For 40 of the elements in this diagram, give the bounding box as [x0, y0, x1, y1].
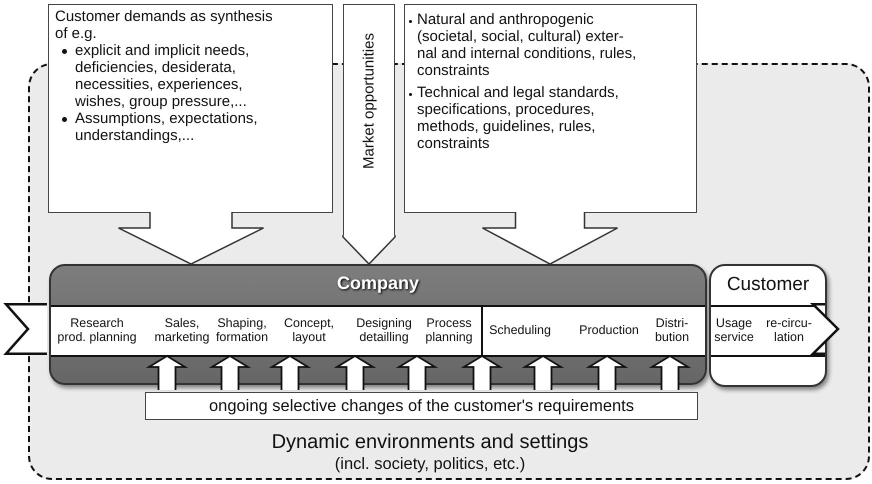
callout-heading: Customer demands as synthesis of e.g. [55, 8, 274, 42]
block-arrow [268, 354, 312, 391]
step-label: Research prod. planning [57, 316, 137, 344]
step-label: Sales, marketing [154, 316, 210, 344]
bullet-text: Technical and legal standards, specifications, procedures, methods, guidelines, rules, constraints [417, 84, 620, 152]
block-arrow [342, 234, 396, 266]
block-arrow [460, 354, 504, 391]
block-arrow [586, 354, 628, 391]
vertical-label: Market opportunities [360, 33, 378, 169]
company-box [49, 264, 707, 385]
step-label: Process planning [425, 316, 473, 344]
step-label: Shaping, formation [216, 316, 268, 344]
step-label: Scheduling [489, 323, 551, 337]
block-arrow [396, 354, 438, 391]
callout-box [48, 4, 333, 213]
block-arrow [118, 211, 264, 265]
company-title: Company [336, 273, 420, 294]
bullet-text: Assumptions, expectations, understandings,... [75, 110, 259, 144]
process-band [51, 305, 705, 357]
block-arrow [146, 354, 188, 391]
step-label: Distri- bution [654, 316, 690, 344]
bullet-text: explicit and implicit needs, deficiencies, desiderata, necessities, experiences, wishes, group pressure,... [75, 42, 250, 110]
area-title: Dynamic environments and settings [270, 431, 590, 454]
block-arrow [334, 354, 376, 391]
customer-title: Customer [726, 274, 810, 296]
bullet-text: Natural and anthropogenic (societal, social, cultural) exter- nal and internal conditions, rules, constraints [417, 11, 638, 79]
step-label: re-circu- lation [766, 316, 812, 344]
step-label: Production [579, 323, 639, 337]
step-label: Concept, layout [284, 316, 334, 344]
customer-box [709, 264, 827, 387]
step-label: Usage service [714, 316, 754, 344]
block-arrow [482, 211, 618, 265]
area-subtitle: (incl. society, politics, etc.) [334, 455, 526, 474]
callout-box [404, 4, 697, 213]
block-arrow [522, 354, 564, 391]
step-label: Designing detailling [356, 316, 412, 344]
block-arrow [208, 354, 252, 391]
requirements-box [145, 392, 698, 420]
requirements-text: ongoing selective changes of the customer's requirements [208, 397, 636, 416]
block-arrow [648, 354, 692, 391]
